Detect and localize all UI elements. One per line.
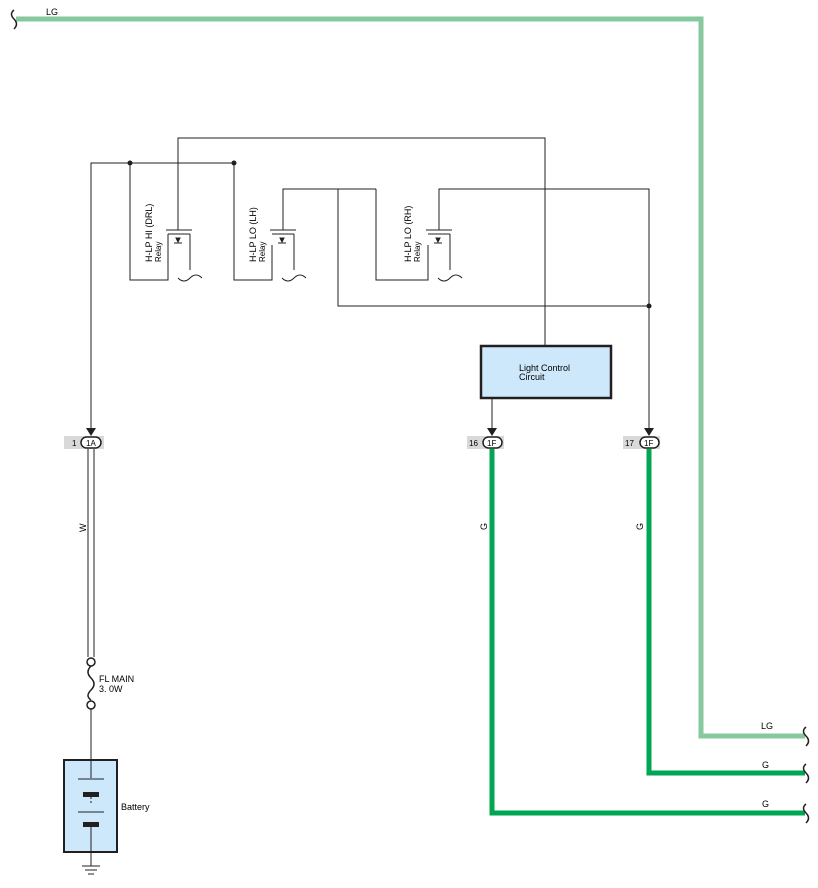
wire-color-label-g-16: G [479,523,489,530]
wire-color-label-g-out-2: G [762,799,769,809]
junction-dot [127,160,133,166]
battery-label: Battery [121,802,150,812]
relay-lo-rh-name: H-LP LO (RH) [403,206,413,262]
connector-1f-17-pin: 17 [625,439,634,448]
wire-break-icon [10,9,18,30]
fuse-rating: 3. 0W [99,684,123,694]
wire-color-label-lg-out: LG [761,721,773,731]
relay-lo-rh-type: Relay [413,242,422,262]
wire-g-17 [646,449,810,784]
battery-cell-icon [83,822,99,827]
connector-1a: 1 1A [64,428,104,449]
relay-lo-lh-label: H-LP LO (LH) Relay [248,207,267,262]
wire-color-label-g-out-1: G [762,760,769,770]
connector-1a-pin: 1 [72,439,77,448]
connector-1a-code: 1A [86,439,96,448]
wire-lg [10,9,810,747]
relay-drl-type: Relay [154,242,163,262]
wire-break-icon [802,726,810,747]
junction-dot [231,160,237,166]
wire-break-icon [802,763,810,784]
wire-break-icon [802,803,810,824]
relay-drl-name: H-LP HI (DRL) [144,204,154,262]
relay-lo-lh-name: H-LP LO (LH) [248,207,258,262]
relay-lo-lh-symbol [270,229,307,282]
light-control-label-2: Circuit [519,372,545,382]
connector-1f-17-code: 1F [644,439,653,448]
relay-lo-rh-label: H-LP LO (RH) Relay [403,206,422,262]
fuse-name: FL MAIN [99,674,134,684]
wire-color-label-g-17: G [635,523,645,530]
wire-g-16 [489,449,810,824]
connector-1f-17: 17 1F [623,428,660,449]
relay-lo-lh-type: Relay [258,242,267,262]
wire-w [87,449,95,657]
connector-1f-16-code: 1F [487,439,496,448]
junction-dot [646,303,652,309]
relay-drl-label: H-LP HI (DRL) Relay [144,204,163,262]
light-control-circuit: Light Control Circuit [479,344,613,400]
fuse-fl-main [86,657,96,760]
wire-color-label-w: W [78,523,88,532]
battery [63,759,118,853]
relay-lo-rh-symbol [426,229,463,282]
connector-1f-16-pin: 16 [469,439,478,448]
light-control-label-1: Light Control [519,363,570,373]
connector-1f-16: 16 1F [467,428,504,449]
wire-color-label-top: LG [46,7,58,17]
ground-icon [82,852,100,875]
circuit-lines [90,137,650,435]
relay-drl-symbol [166,229,203,282]
battery-cell-icon [83,792,99,797]
